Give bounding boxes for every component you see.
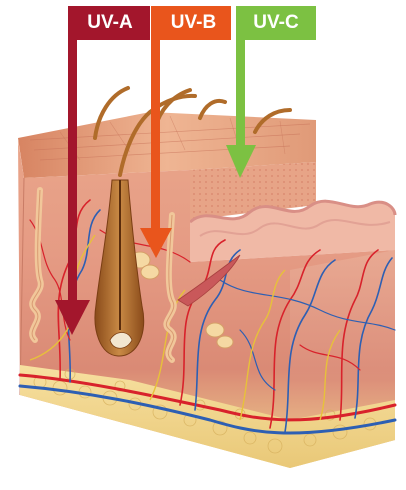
uvb-label: UV-B: [156, 6, 231, 40]
uva-label: UV-A: [70, 6, 150, 40]
uvc-label: UV-C: [236, 6, 316, 40]
